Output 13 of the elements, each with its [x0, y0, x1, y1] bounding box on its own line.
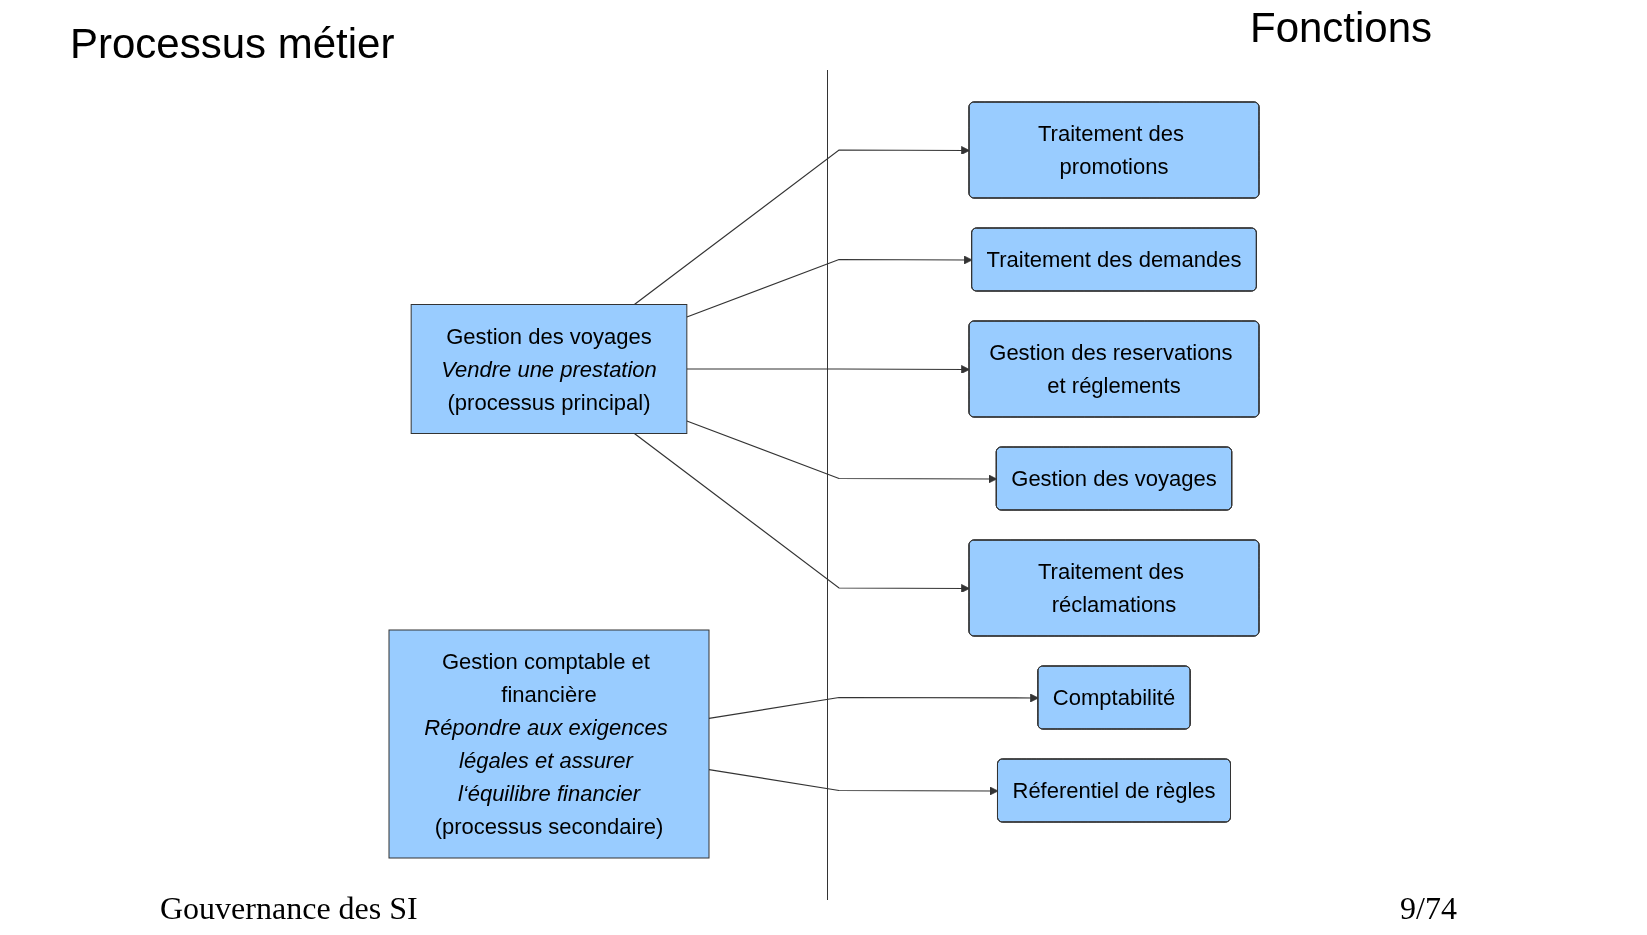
- arrow: [685, 365, 970, 374]
- arrow: [707, 693, 1039, 719]
- node-box: Gestion comptable et financière Répondre aux exigences légales et assurer l‘équilibre financier (processus secondaire): [388, 629, 709, 859]
- page-number: 9/74: [1400, 890, 1457, 927]
- section-heading: Processus métier: [70, 20, 395, 68]
- arrow: [685, 255, 972, 318]
- arrow: [707, 769, 998, 796]
- arrow: [633, 432, 970, 593]
- section-heading: Fonctions: [1250, 4, 1433, 52]
- footer-text: Gouvernance des SI: [160, 890, 418, 927]
- node-box: Gestion des voyages Vendre une prestation (processus principal): [410, 304, 687, 434]
- arrow: [685, 420, 997, 484]
- arrow: [633, 146, 970, 306]
